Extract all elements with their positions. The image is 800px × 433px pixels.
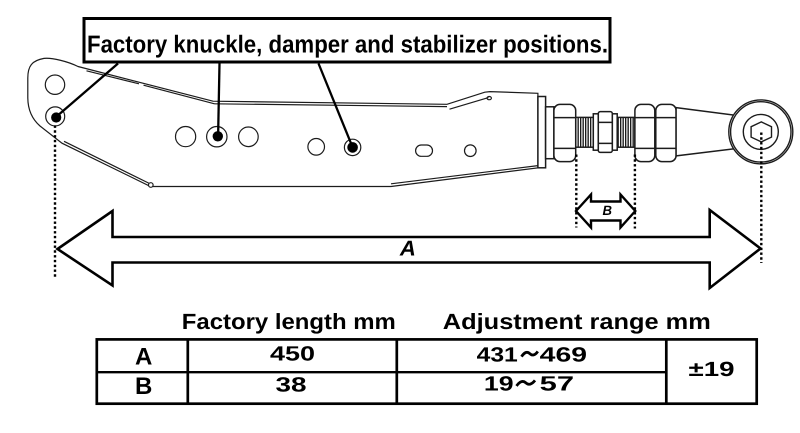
- svg-text:A: A: [399, 237, 416, 261]
- svg-text:450: 450: [270, 343, 315, 366]
- svg-text:Adjustment range mm: Adjustment range mm: [443, 309, 711, 334]
- svg-text:Factory length mm: Factory length mm: [182, 309, 396, 334]
- svg-text:19: 19: [484, 373, 514, 396]
- svg-text:B: B: [135, 373, 152, 400]
- svg-text:431: 431: [477, 344, 518, 367]
- svg-text:38: 38: [276, 374, 307, 397]
- svg-text:±19: ±19: [689, 358, 735, 381]
- svg-text:469: 469: [540, 344, 587, 367]
- svg-text:A: A: [135, 343, 152, 370]
- svg-text:B: B: [603, 203, 613, 218]
- svg-text:Factory knuckle, damper and st: Factory knuckle, damper and stabilizer p…: [87, 32, 608, 59]
- svg-text:57: 57: [540, 373, 574, 396]
